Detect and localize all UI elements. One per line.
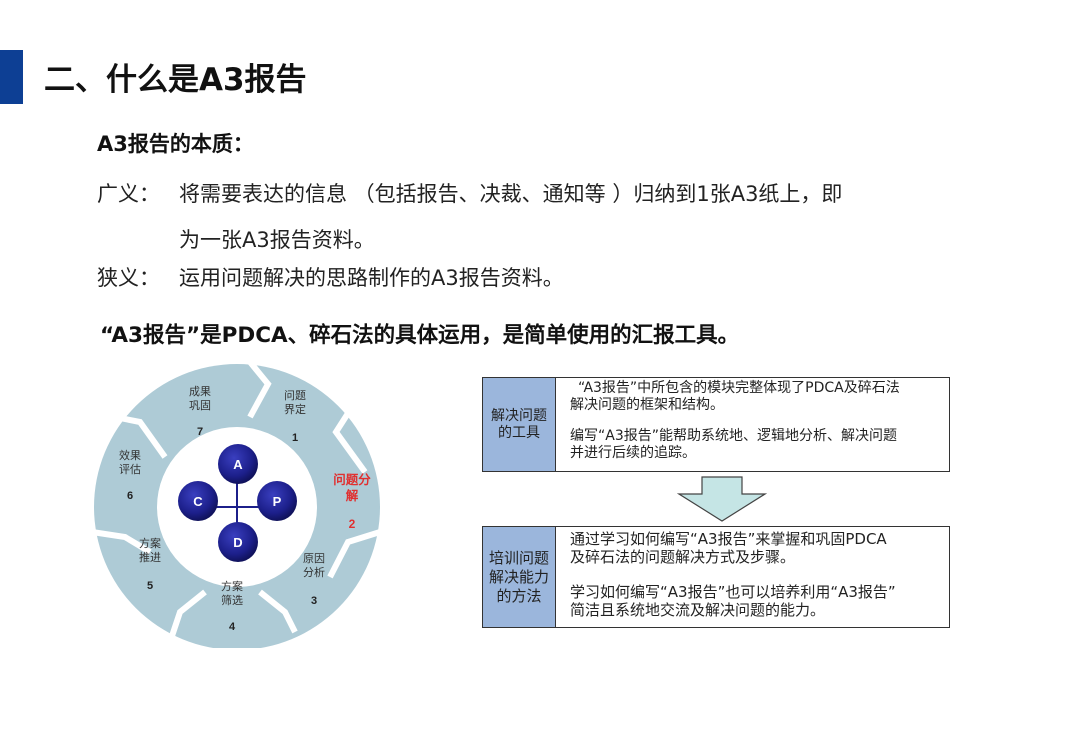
cycle-step-1: 问题 界定 1: [284, 389, 306, 444]
tool-box: 解决问题 的工具 “A3报告”中所包含的模块完整体现了PDCA及碎石法 解决问题…: [482, 377, 950, 472]
page-title: 二、什么是A3报告: [44, 62, 307, 98]
svg-text:P: P: [273, 494, 282, 509]
svg-text:1: 1: [292, 432, 298, 444]
training-box: 培训问题 解决能力 的方法 通过学习如何编写“A3报告”来掌握和巩固PDCA 及…: [482, 526, 950, 628]
down-arrow-icon: [677, 476, 767, 522]
cycle-step-5: 方案 推进 5: [139, 536, 161, 592]
tool-p1-line2: 解决问题的框架和结构。: [570, 396, 724, 413]
svg-text:D: D: [233, 535, 242, 550]
cycle-step-2-highlighted: 问题分 解 2: [333, 472, 371, 531]
svg-text:A: A: [233, 457, 243, 472]
summary-statement: “A3报告”是PDCA、碎石法的具体运用，是简单使用的汇报工具。: [100, 323, 740, 348]
tool-box-body: “A3报告”中所包含的模块完整体现了PDCA及碎石法 解决问题的框架和结构。 编…: [556, 378, 949, 471]
training-label-line3: 的方法: [496, 586, 542, 605]
tool-p2-line1: 编写“A3报告”能帮助系统地、逻辑地分析、解决问题: [570, 428, 897, 444]
tool-p1-line1: “A3报告”中所包含的模块完整体现了PDCA及碎石法: [578, 380, 900, 396]
svg-text:解: 解: [346, 488, 359, 503]
pdca-node-a: A: [218, 444, 258, 484]
tool-p2-line2: 并进行后续的追踪。: [570, 444, 696, 461]
narrow-definition: 狭义： 运用问题解决的思路制作的A3报告资料。: [97, 262, 564, 292]
essence-heading: A3报告的本质：: [97, 132, 254, 156]
cycle-step-7: 成果 巩固 7: [189, 385, 211, 438]
svg-text:成果: 成果: [189, 385, 211, 398]
broad-text-line1: 将需要表达的信息 （包括报告、决裁、通知等 ）归纳到1张A3纸上，即: [179, 182, 843, 206]
svg-text:6: 6: [127, 490, 133, 502]
svg-text:3: 3: [311, 595, 317, 607]
broad-text-line2: 为一张A3报告资料。: [179, 228, 375, 252]
svg-text:方案: 方案: [221, 579, 243, 593]
pdca-cycle-diagram: A P D C 问题 界定 1 问题分 解 2 原因 分析 3 方: [91, 362, 381, 648]
svg-text:效果: 效果: [119, 448, 141, 462]
pdca-node-p: P: [257, 481, 297, 521]
training-p1-line1: 通过学习如何编写“A3报告”来掌握和巩固PDCA: [570, 530, 887, 548]
narrow-label: 狭义：: [97, 266, 160, 290]
svg-text:问题: 问题: [284, 389, 306, 402]
training-box-body: 通过学习如何编写“A3报告”来掌握和巩固PDCA 及碎石法的问题解决方式及步骤。…: [556, 527, 949, 627]
svg-text:推进: 推进: [139, 550, 161, 564]
svg-text:界定: 界定: [284, 402, 306, 416]
svg-text:5: 5: [147, 580, 153, 592]
svg-text:2: 2: [349, 517, 356, 531]
svg-text:方案: 方案: [139, 536, 161, 550]
svg-text:评估: 评估: [119, 463, 141, 476]
title-accent-bar: [0, 50, 23, 104]
broad-definition: 广义： 将需要表达的信息 （包括报告、决裁、通知等 ）归纳到1张A3纸上，即: [97, 178, 842, 208]
training-label-line2: 解决能力: [488, 567, 549, 586]
svg-text:C: C: [193, 494, 203, 509]
svg-text:原因: 原因: [303, 552, 325, 565]
narrow-text: 运用问题解决的思路制作的A3报告资料。: [179, 266, 564, 290]
tool-box-label: 解决问题 的工具: [483, 378, 556, 471]
training-p2-line2: 简洁且系统地交流及解决问题的能力。: [570, 601, 826, 619]
broad-label: 广义：: [97, 182, 160, 206]
pdca-node-d: D: [218, 522, 258, 562]
svg-text:筛选: 筛选: [221, 593, 243, 607]
svg-text:4: 4: [229, 621, 236, 633]
training-p2-line1: 学习如何编写“A3报告”也可以培养利用“A3报告”: [570, 583, 896, 601]
tool-label-line2: 的工具: [498, 424, 540, 441]
training-p1-line2: 及碎石法的问题解决方式及步骤。: [570, 548, 796, 566]
cycle-step-6: 效果 评估 6: [119, 448, 141, 502]
svg-text:7: 7: [197, 426, 203, 438]
svg-text:问题分: 问题分: [333, 472, 371, 487]
tool-label-line1: 解决问题: [491, 407, 547, 424]
pdca-node-c: C: [178, 481, 218, 521]
training-box-label: 培训问题 解决能力 的方法: [483, 527, 556, 627]
cycle-step-4: 方案 筛选 4: [221, 579, 243, 633]
training-label-line1: 培训问题: [488, 548, 549, 567]
cycle-step-3: 原因 分析 3: [303, 552, 325, 607]
svg-text:分析: 分析: [303, 565, 325, 579]
svg-text:巩固: 巩固: [189, 399, 211, 412]
